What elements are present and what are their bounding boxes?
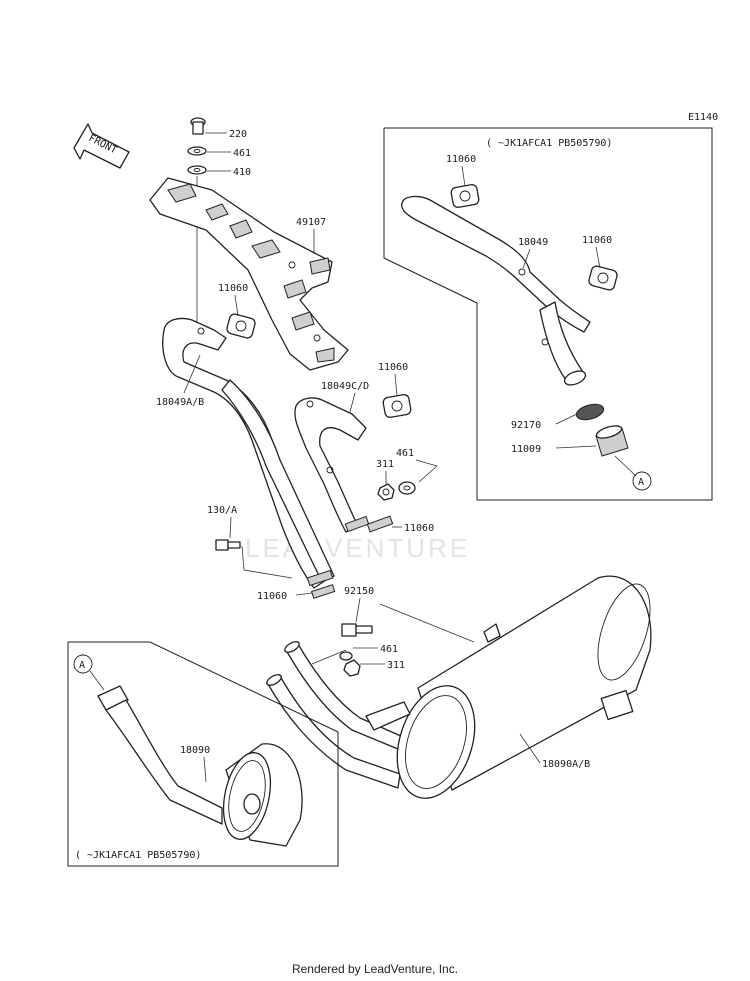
pipe-18049ab: 18049A/B	[156, 317, 335, 589]
diagram-code: E1140	[688, 112, 718, 123]
svg-text:461: 461	[233, 148, 251, 159]
svg-text:220: 220	[229, 129, 247, 140]
svg-text:11060: 11060	[257, 591, 287, 602]
washer-461-low: 461	[339, 644, 398, 661]
washer-461-mid: 461	[396, 448, 438, 495]
gasket-11060-d: 11060	[257, 584, 336, 602]
front-arrow-icon: FRONT	[73, 123, 130, 169]
svg-text:461: 461	[396, 448, 414, 459]
svg-text:410: 410	[233, 167, 251, 178]
svg-text:11060: 11060	[218, 283, 248, 294]
inset-top-ref: A	[638, 477, 644, 488]
gasket-11060-c: 11060	[366, 515, 434, 534]
svg-text:92150: 92150	[344, 586, 374, 597]
footer-credit: Rendered by LeadVenture, Inc.	[291, 962, 459, 976]
svg-text:18049A/B: 18049A/B	[156, 397, 204, 408]
gasket-11060-a: 11060	[218, 283, 256, 339]
heat-cover-49107: 49107	[149, 177, 349, 371]
inset-label-gasket-a: 11060	[446, 154, 476, 165]
nut-311-low: 311	[343, 659, 405, 677]
inset-label-gasket-b: 11060	[582, 235, 612, 246]
svg-text:311: 311	[376, 459, 394, 470]
pipe-18049cd: 18049C/D	[294, 381, 370, 533]
inset-top-applicability: ( ~JK1AFCA1 PB505790)	[486, 138, 612, 149]
svg-text:130/A: 130/A	[207, 505, 237, 516]
svg-text:49107: 49107	[296, 217, 326, 228]
inset-top: ( ~JK1AFCA1 PB505790) 11060 18049 11060 …	[383, 127, 713, 501]
svg-text:311: 311	[387, 660, 405, 671]
svg-text:11060: 11060	[378, 362, 408, 373]
muffler-18090ab: 18090A/B	[266, 575, 652, 799]
inset-label-muffler: 18090	[180, 745, 210, 756]
inset-bottom-ref: A	[79, 660, 85, 671]
bolt-220: 220	[190, 117, 247, 140]
svg-text:18049C/D: 18049C/D	[321, 381, 369, 392]
nut-311-mid: 311	[376, 459, 395, 501]
svg-text:461: 461	[380, 644, 398, 655]
washer-461-top: 461	[187, 146, 251, 159]
bolt-130a: 130/A	[207, 505, 293, 579]
svg-text:11060: 11060	[404, 523, 434, 534]
bolt-92150: 92150	[341, 586, 374, 637]
washer-410: 410	[187, 165, 251, 178]
watermark: LEADVENTURE	[245, 533, 470, 563]
inset-label-clamp: 92170	[511, 420, 541, 431]
inset-bottom: A 18090 ( ~JK1AFCA1 PB505790)	[67, 641, 339, 867]
svg-text:18090A/B: 18090A/B	[542, 759, 590, 770]
inset-label-joint: 11009	[511, 444, 541, 455]
inset-label-pipe: 18049	[518, 237, 548, 248]
inset-bottom-applicability: ( ~JK1AFCA1 PB505790)	[75, 850, 201, 861]
gasket-11060-b: 11060	[378, 362, 412, 418]
